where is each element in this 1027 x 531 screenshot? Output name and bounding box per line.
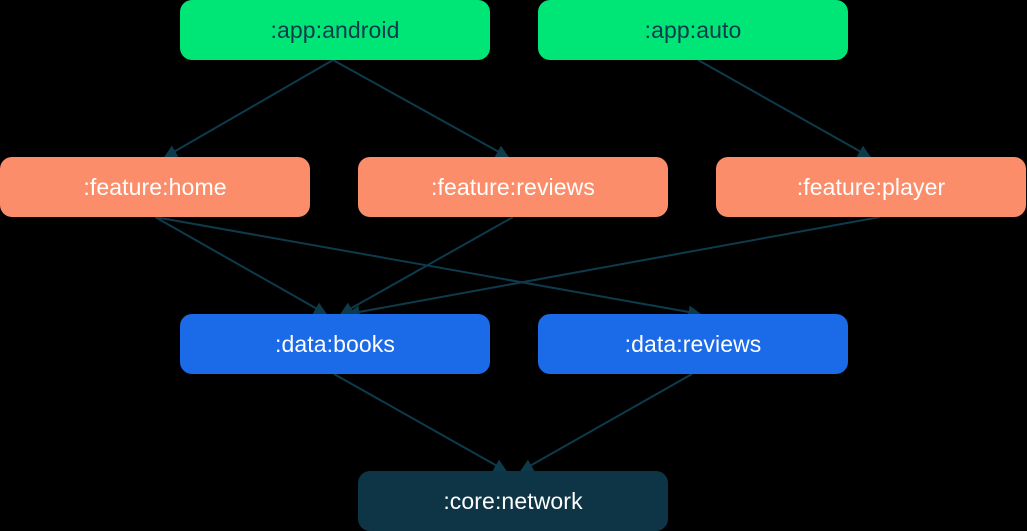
graph-node-label: :data:books	[274, 330, 396, 357]
graph-edge-feature-home-to-data-books	[154, 216, 328, 315]
graph-node-data-books[interactable]: :data:books	[180, 314, 490, 374]
graph-node-app-android[interactable]: :app:android	[180, 0, 490, 60]
graph-edge-app-auto-to-feature-player	[697, 59, 872, 158]
graph-node-label: :core:network	[443, 487, 583, 514]
graph-node-label: :app:auto	[644, 16, 742, 43]
graph-node-feature-player[interactable]: :feature:player	[716, 157, 1026, 217]
graph-node-label: :feature:home	[83, 173, 227, 200]
graph-edge-data-books-to-core-network	[333, 373, 508, 472]
graph-node-label: :data:reviews	[624, 330, 762, 357]
graph-edge-feature-reviews-to-data-books	[339, 216, 514, 315]
graph-node-label: :feature:reviews	[431, 173, 595, 200]
graph-node-core-network[interactable]: :core:network	[358, 471, 668, 531]
graph-node-label: :app:android	[270, 16, 400, 43]
graph-node-feature-home[interactable]: :feature:home	[0, 157, 310, 217]
graph-node-feature-reviews[interactable]: :feature:reviews	[358, 157, 668, 217]
graph-node-app-auto[interactable]: :app:auto	[538, 0, 848, 60]
graph-edge-app-android-to-feature-home	[163, 59, 334, 158]
graph-edge-app-android-to-feature-reviews	[332, 59, 510, 158]
graph-node-label: :feature:player	[796, 173, 946, 200]
graph-edge-data-reviews-to-core-network	[519, 373, 693, 472]
graph-edge-feature-home-to-data-reviews	[154, 216, 702, 319]
graph-node-data-reviews[interactable]: :data:reviews	[538, 314, 848, 374]
graph-edge-feature-player-to-data-books	[346, 216, 881, 319]
